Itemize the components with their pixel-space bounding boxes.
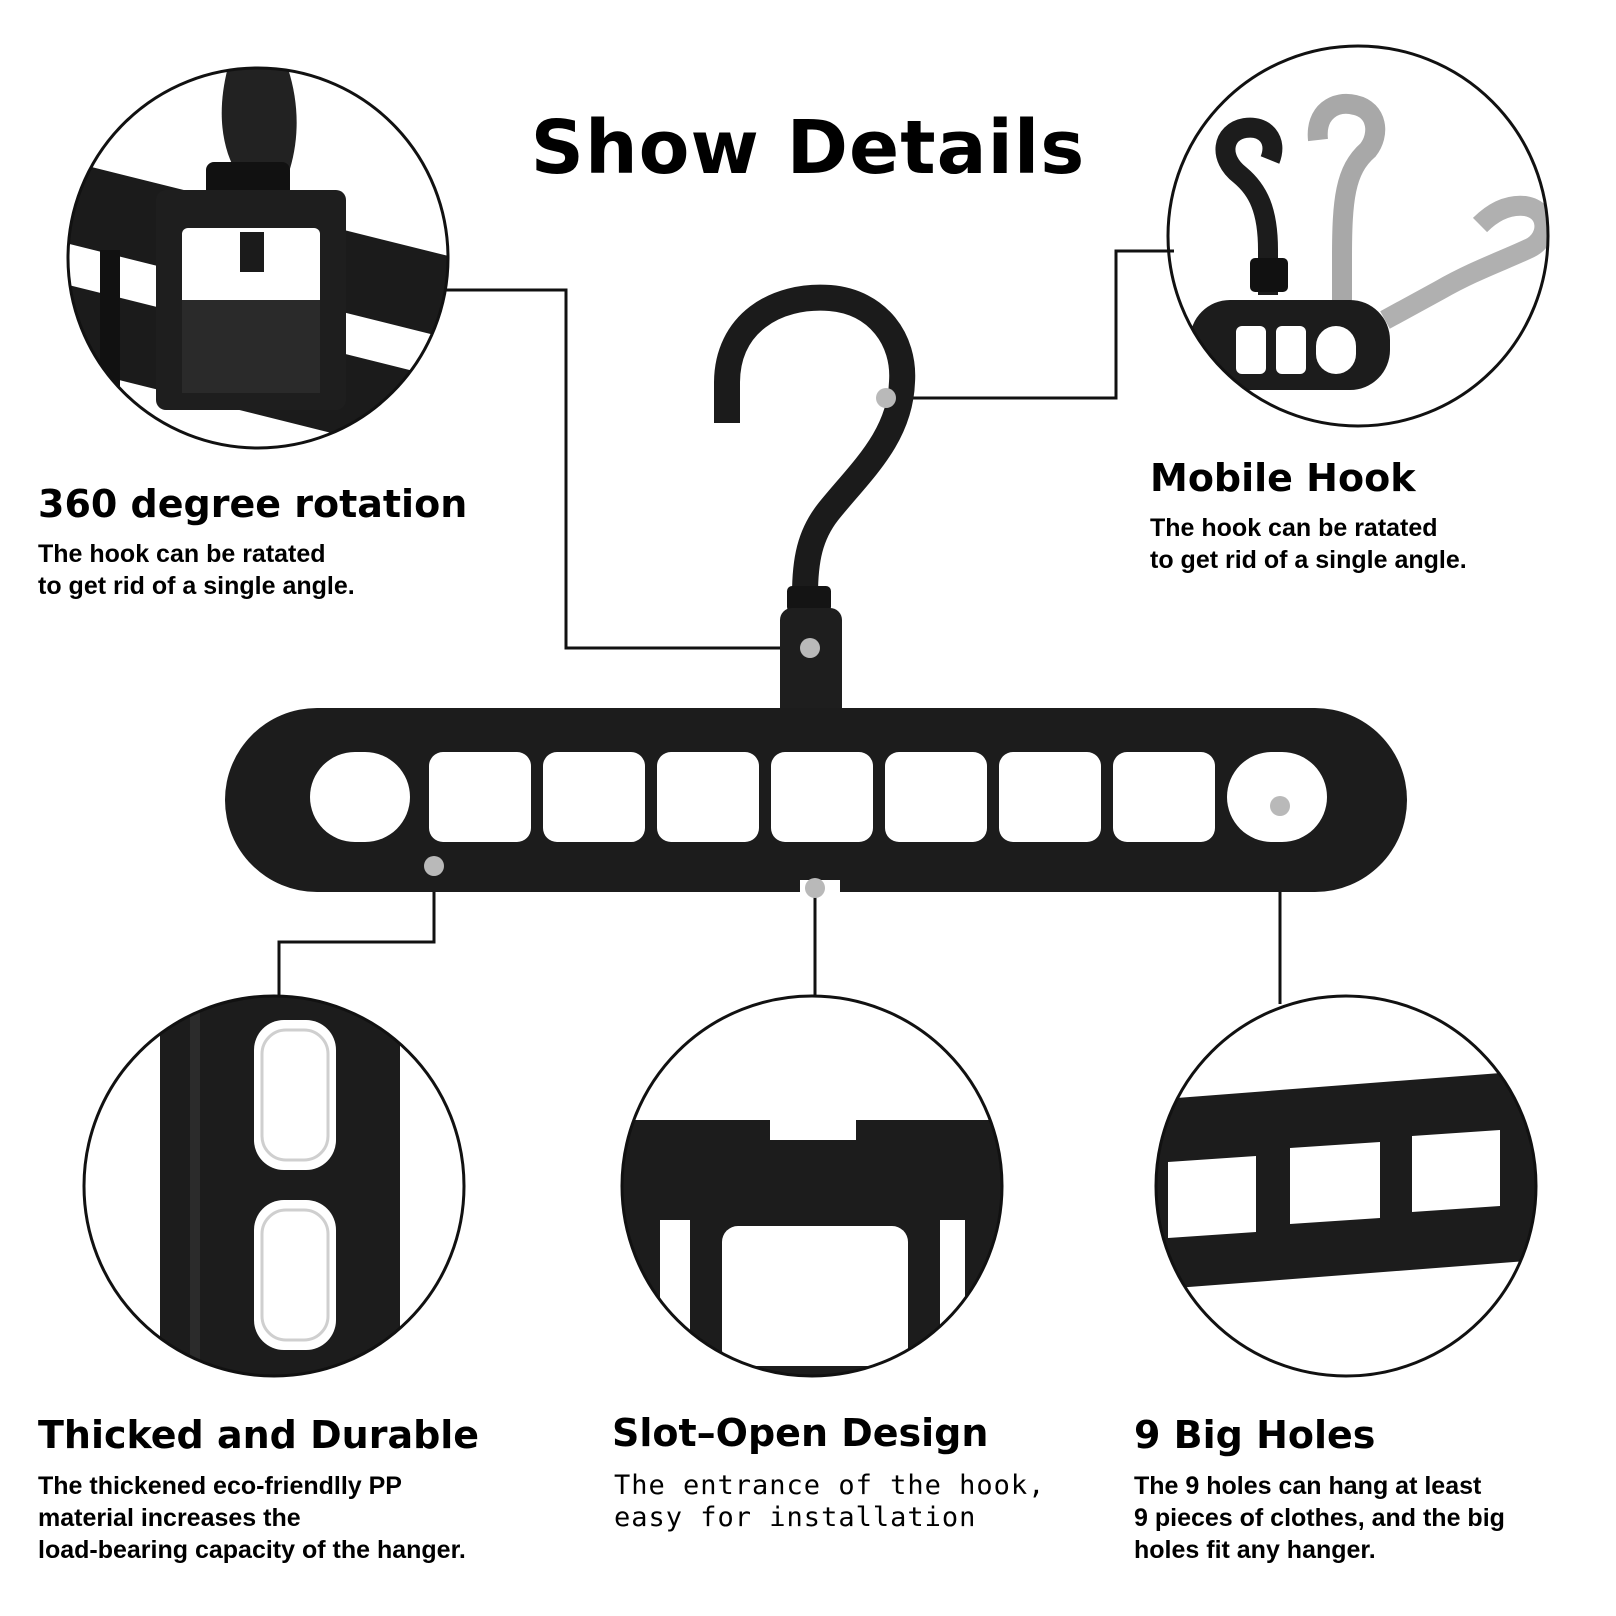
nine-holes	[310, 752, 1327, 842]
dot-swivel	[800, 638, 820, 658]
desc-durable-line: material increases the	[38, 1504, 301, 1532]
desc-durable-line: load-bearing capacity of the hanger.	[38, 1536, 466, 1564]
desc-mobile-hook-line: The hook can be ratated	[1150, 514, 1438, 542]
dot-slot	[805, 878, 825, 898]
desc-mobile-hook-line: to get rid of a single angle.	[1150, 546, 1467, 574]
dot-hole	[1270, 796, 1290, 816]
desc-holes-line: The 9 holes can hang at least	[1134, 1472, 1482, 1500]
heading-rotation: 360 degree rotation	[38, 482, 468, 526]
connector-mobile-hook	[886, 249, 1174, 400]
hook-collar	[787, 586, 831, 612]
desc-holes-line: holes fit any hanger.	[1134, 1536, 1376, 1564]
detail-circle-holes	[1154, 994, 1538, 1378]
heading-holes: 9 Big Holes	[1134, 1413, 1376, 1457]
desc-durable: The thickened eco-friendlly PP material …	[38, 1470, 466, 1566]
dot-hook	[876, 388, 896, 408]
desc-slot-line: The entrance of the hook,	[614, 1470, 1046, 1501]
heading-slot: Slot–Open Design	[612, 1411, 989, 1455]
detail-circle-durable	[82, 994, 466, 1378]
page-title: Show Details	[530, 105, 1086, 191]
desc-mobile-hook: The hook can be ratated to get rid of a …	[1150, 512, 1467, 576]
callout-dots	[424, 388, 1290, 898]
desc-rotation-line: to get rid of a single angle.	[38, 572, 355, 600]
heading-mobile-hook: Mobile Hook	[1150, 456, 1416, 500]
main-hook	[714, 284, 916, 596]
desc-rotation-line: The hook can be ratated	[38, 540, 326, 568]
desc-durable-line: The thickened eco-friendlly PP	[38, 1472, 402, 1500]
heading-durable: Thicked and Durable	[38, 1413, 480, 1457]
desc-rotation: The hook can be ratated to get rid of a …	[38, 538, 355, 602]
desc-holes: The 9 holes can hang at least 9 pieces o…	[1134, 1470, 1505, 1566]
desc-slot: The entrance of the hook, easy for insta…	[614, 1470, 1045, 1534]
swivel-block	[780, 608, 842, 732]
connector-rotation	[446, 288, 810, 650]
detail-circle-slot	[620, 994, 1004, 1378]
desc-slot-line: easy for installation	[614, 1502, 977, 1533]
detail-circle-mobile-hook	[1166, 44, 1550, 428]
callout-lines	[277, 249, 1282, 1004]
connector-durable	[277, 866, 436, 1000]
main-hanger	[225, 284, 1407, 894]
desc-holes-line: 9 pieces of clothes, and the big	[1134, 1504, 1505, 1532]
dot-bar	[424, 856, 444, 876]
detail-circle-rotation	[66, 66, 450, 450]
